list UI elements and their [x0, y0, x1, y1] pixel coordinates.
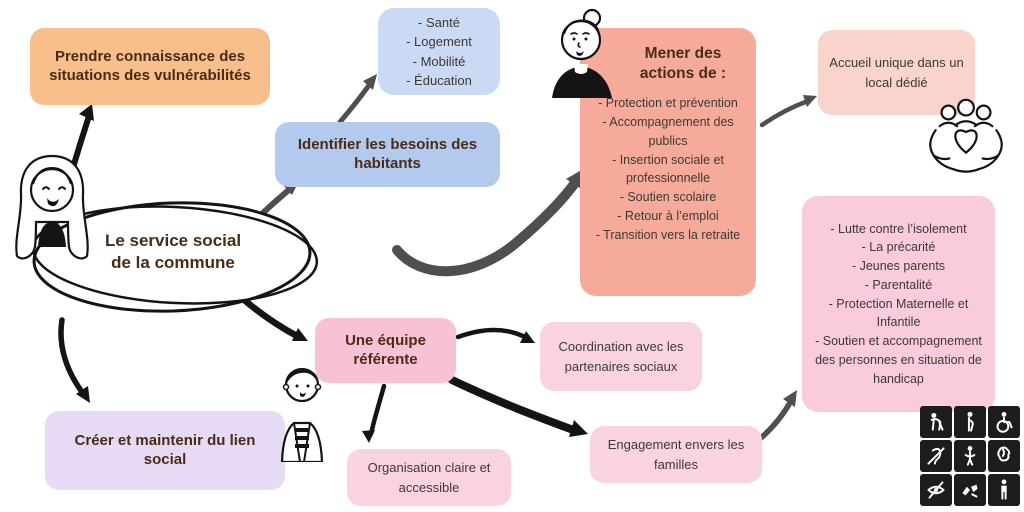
node-label: Coordination avec les partenaires sociau… [558, 339, 684, 374]
arrow-to-organisation [368, 383, 387, 437]
arrow-to-actions [392, 175, 582, 277]
cognitive-impairment-icon [988, 440, 1020, 472]
node-label: Une équipe référente [345, 331, 426, 368]
node-title: Mener des actions de : [639, 45, 727, 83]
parent-with-infant-icon [954, 440, 986, 472]
person-short-hair-icon [270, 360, 334, 462]
node-organisation: Organisation claire et accessible [347, 449, 511, 506]
arrowhead [803, 95, 817, 107]
node-label: Engagement envers les familles [607, 437, 745, 472]
accessibility-icon-grid [920, 406, 1020, 506]
node-label: Prendre connaissance des situations des … [49, 48, 251, 84]
actions-list: - Protection et prévention - Accompagnem… [590, 94, 746, 244]
list-item: - Jeunes parents [851, 259, 946, 274]
node-identifier: Identifier les besoins des habitants [275, 122, 500, 187]
arrowhead [363, 74, 377, 90]
node-actions: Mener des actions de : - Protection et p… [580, 28, 756, 296]
list-item: - Parentalité [864, 277, 933, 292]
node-label: Organisation claire et accessible [367, 460, 491, 495]
visual-impairment-icon [920, 474, 952, 506]
arrowhead [783, 390, 797, 407]
arrowhead [76, 386, 90, 403]
node-accueil: Accueil unique dans un local dédié [818, 30, 975, 115]
arrow-to-lien-social [58, 317, 85, 395]
node-label: Identifier les besoins des habitants [297, 135, 478, 172]
list-item: - Santé [418, 14, 460, 30]
node-label: Créer et maintenir du lien social [74, 432, 256, 468]
pregnancy-icon [954, 406, 986, 438]
list-item: - Transition vers la retraite [595, 227, 741, 242]
list-item: - Insertion sociale et professionnelle [612, 152, 724, 186]
person-hair-bun-icon [552, 8, 612, 98]
arrowhead [569, 420, 588, 437]
arrowhead [79, 104, 94, 121]
node-publics: - Lutte contre l’isolement - La précarit… [802, 196, 995, 412]
sign-language-icon [954, 474, 986, 506]
arrow-to-accueil [759, 98, 811, 128]
list-item: - Protection et prévention [598, 96, 738, 111]
woman-long-hair-icon [6, 150, 98, 268]
node-besoins-list: - Santé - Logement - Mobilité - Éducatio… [378, 8, 500, 95]
hands-holding-people-heart-icon [922, 92, 1010, 177]
reduced-mobility-icon [920, 406, 952, 438]
arrow-to-needs-list [337, 81, 373, 125]
standing-person-icon [988, 474, 1020, 506]
node-lien-social: Créer et maintenir du lien social [45, 411, 285, 490]
center-title: Le service social de la commune [104, 231, 242, 273]
node-engagement: Engagement envers les familles [590, 426, 762, 483]
node-coordination: Coordination avec les partenaires sociau… [540, 322, 702, 391]
arrow-to-coordination [455, 327, 530, 341]
arrowhead [292, 328, 308, 341]
list-item: - Éducation [406, 73, 472, 88]
list-item: - Retour à l’emploi [617, 208, 719, 223]
list-item: - Lutte contre l’isolement [830, 221, 967, 236]
arrow-to-equipe [239, 295, 301, 340]
list-item: - Accompagnement des publics [602, 115, 734, 148]
list-item: - Protection Maternelle et Infantile [828, 296, 969, 330]
arrowhead [362, 430, 375, 443]
node-label: Accueil unique dans un local dédié [829, 55, 964, 90]
node-vulnerabilites: Prendre connaissance des situations des … [30, 28, 270, 105]
wheelchair-icon [988, 406, 1020, 438]
list-item: - Soutien scolaire [619, 190, 717, 205]
list-item: - Soutien et accompagnement des personne… [815, 334, 982, 386]
list-item: - Mobilité [412, 53, 466, 69]
arrowhead [520, 331, 535, 343]
node-equipe: Une équipe référente [315, 318, 456, 383]
hearing-impairment-icon [920, 440, 952, 472]
arrow-to-identifier [259, 185, 294, 217]
list-item: - Logement [406, 34, 472, 49]
list-item: - La précarité [861, 240, 936, 255]
